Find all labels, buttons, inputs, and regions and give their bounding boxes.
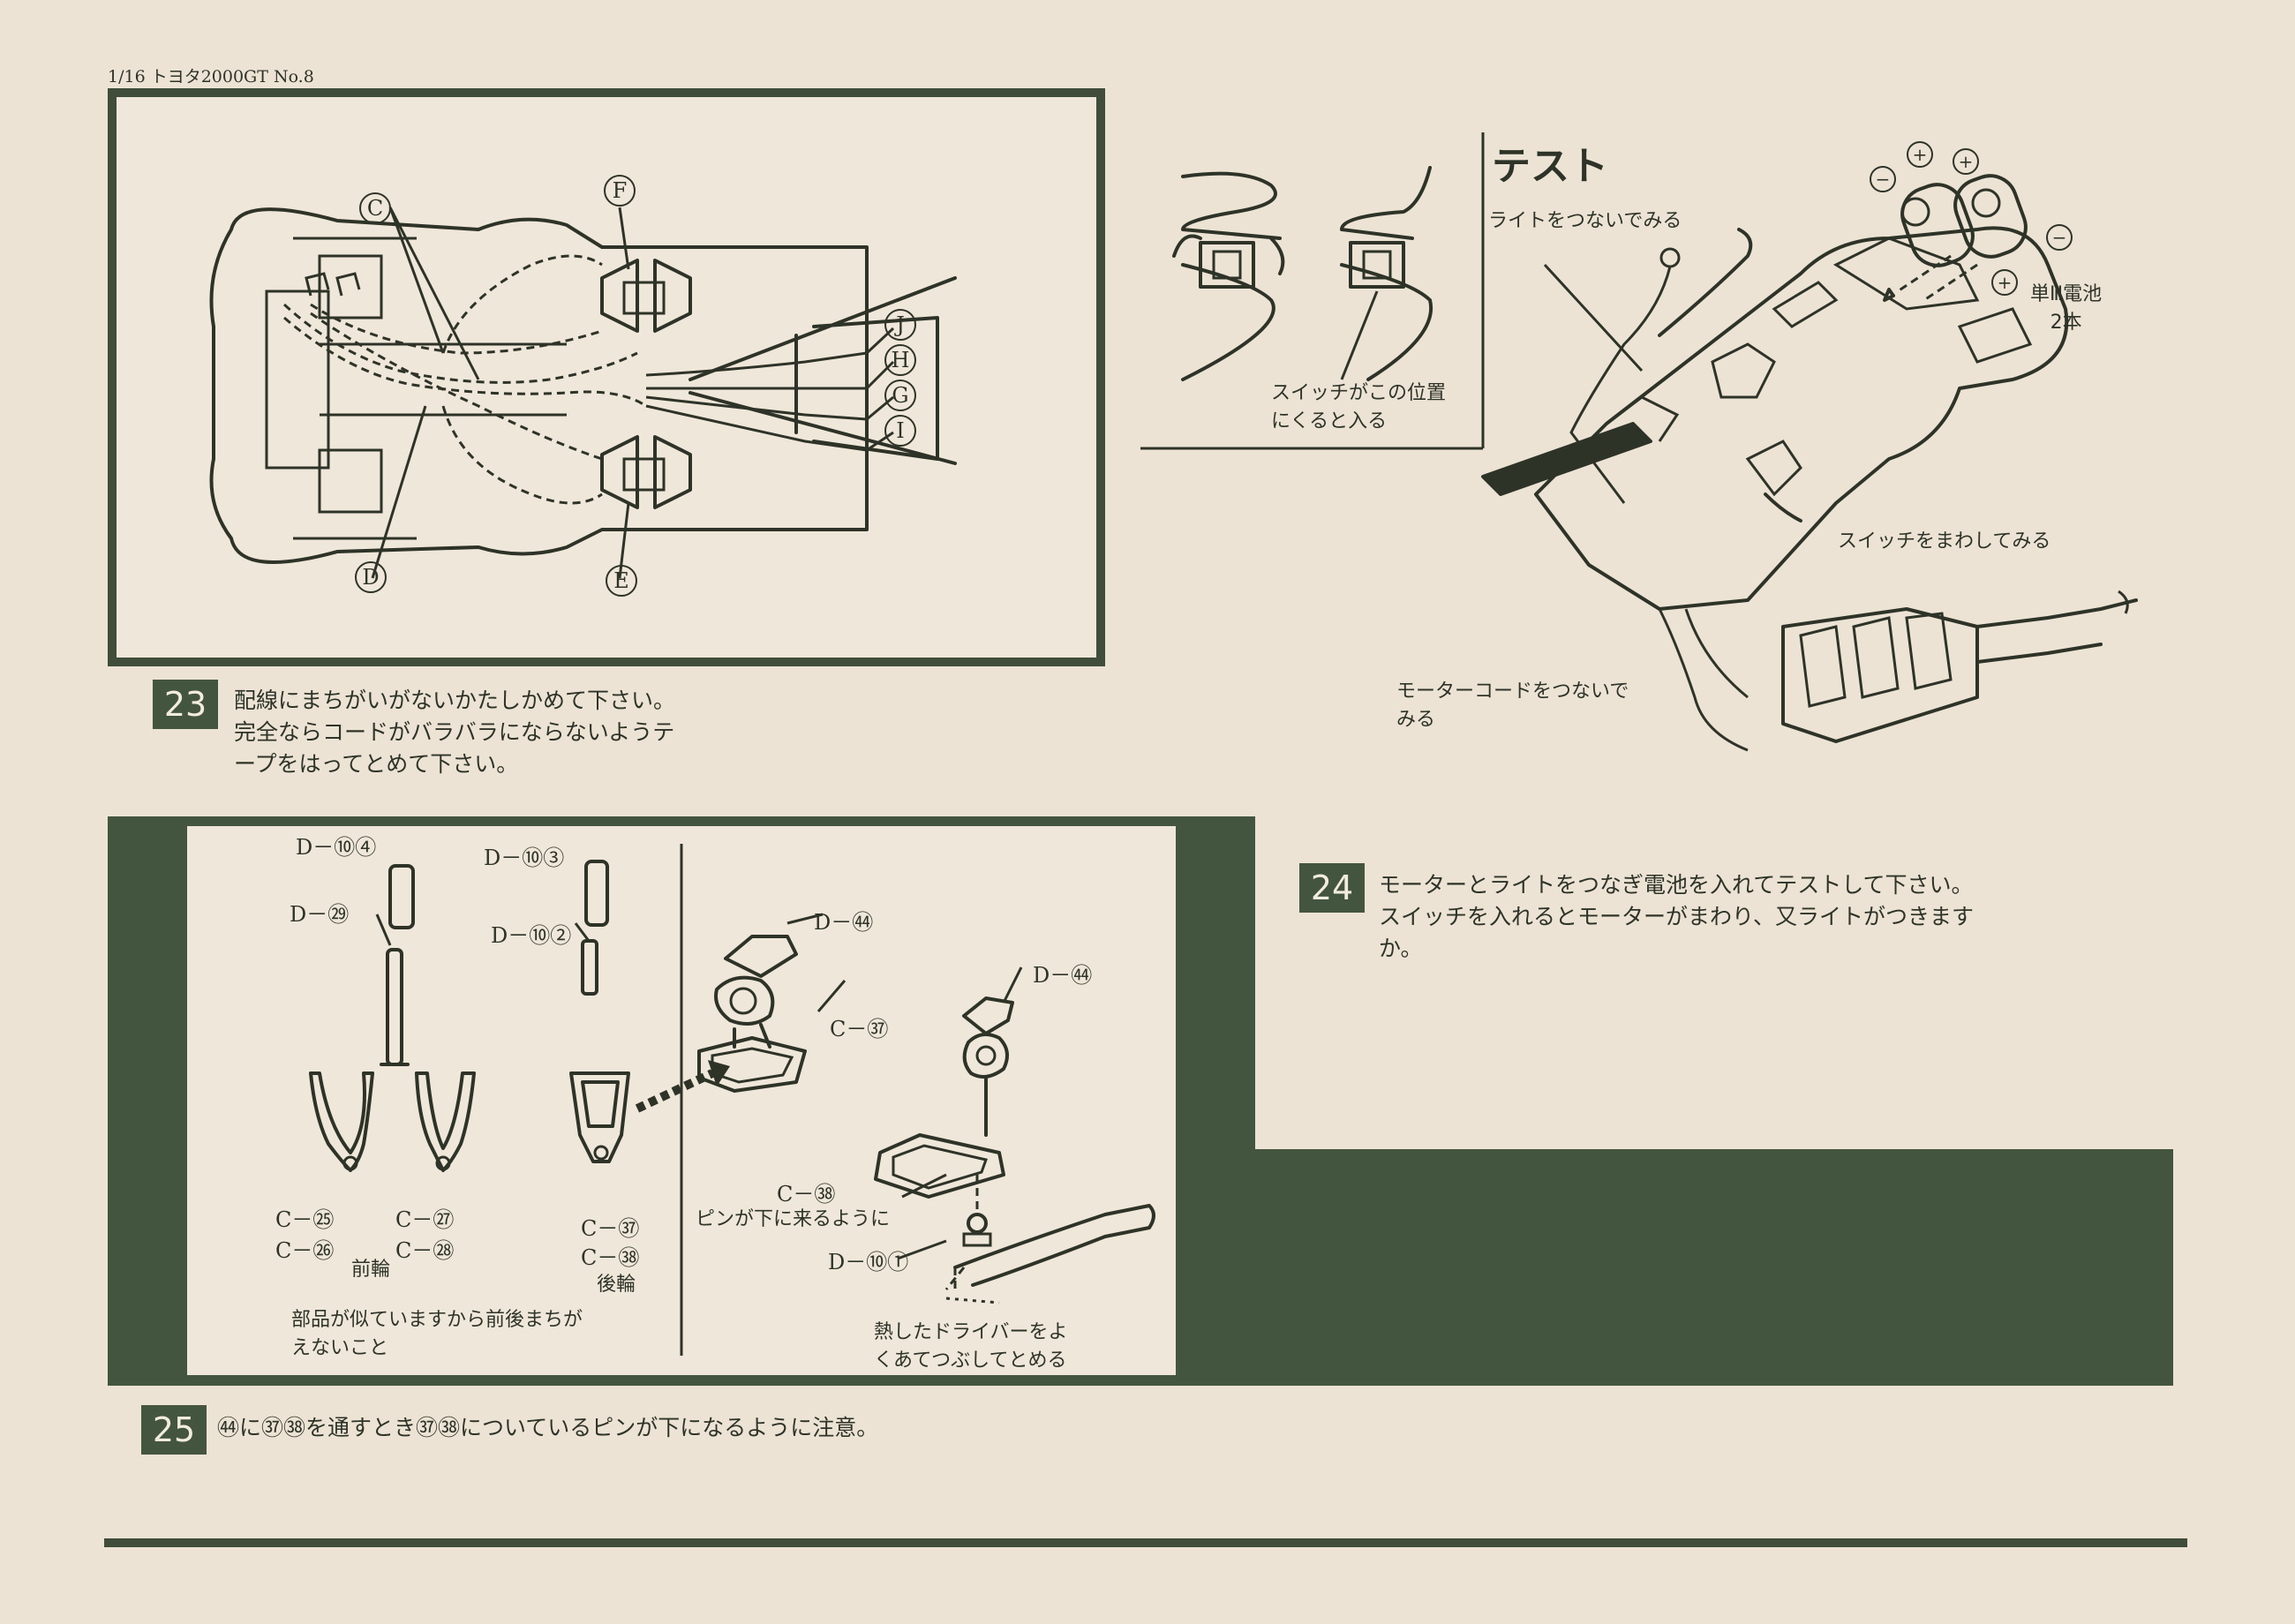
part-d104-label: D－⑩④	[296, 835, 377, 860]
switch-position-illustration	[1172, 166, 1433, 381]
front-wheel-label: 前輪	[351, 1259, 391, 1281]
battery-plus-top: +	[1907, 141, 1933, 168]
similar-parts-note: 部品が似ていますから前後まちが えないこと	[291, 1309, 583, 1359]
battery-minus-right: −	[2046, 224, 2073, 251]
wiring-chassis-illustration	[209, 207, 957, 579]
step24-number: 24	[1299, 863, 1365, 913]
label-h: H	[884, 344, 916, 376]
part-c26-label: C－㉖	[275, 1238, 335, 1263]
pin-note: ピンが下に来るように	[696, 1208, 891, 1230]
label-e: E	[606, 565, 637, 597]
step24-instructions: モーターとライトをつなぎ電池を入れてテストして下さい。 スイッチを入れるとモータ…	[1379, 872, 1975, 961]
page-header: 1/16 トヨタ2000GT No.8	[108, 67, 314, 86]
parts-illustration	[309, 844, 1155, 1356]
battery-plus-right: +	[1953, 148, 1979, 175]
label-i: I	[884, 415, 916, 447]
step23-number: 23	[153, 680, 218, 729]
step25-instructions: ㊹に㊲㊳を通すとき㊲㊳についているピンが下になるように注意。	[217, 1415, 879, 1440]
label-d: D	[355, 561, 387, 593]
heat-driver-note: 熱したドライバーをよ くあてつぶしてとめる	[874, 1321, 1068, 1372]
part-c27-label: C－㉗	[395, 1207, 455, 1232]
part-d44-right-label: D－㊹	[1033, 963, 1093, 988]
label-g: G	[884, 380, 916, 411]
battery-plus-bottom: +	[1991, 269, 2018, 296]
part-c37-top-label: C－㊲	[830, 1017, 889, 1041]
step25-number: 25	[141, 1405, 207, 1455]
battery-minus-top: −	[1870, 166, 1896, 192]
switch-position-label: スイッチがこの位置 にくると入る	[1271, 382, 1447, 432]
step24-green-extension	[1245, 1149, 2173, 1386]
label-c: C	[359, 192, 391, 224]
part-c38-assembly-label: C－㊳	[777, 1182, 836, 1207]
part-d102-label: D－⑩②	[491, 923, 572, 948]
part-c28-label: C－㉘	[395, 1238, 455, 1263]
battery-label: 単Ⅲ電池 2本	[2030, 283, 2103, 334]
bottom-rule	[104, 1538, 2187, 1547]
switch-turn-label: スイッチをまわしてみる	[1838, 530, 2051, 553]
test-title: テスト	[1492, 144, 1608, 189]
part-c37-bottom-label: C－㊲	[581, 1216, 640, 1241]
step23-instructions: 配線にまちがいがないかたしかめて下さい。 完全ならコードがバラバラにならないよう…	[234, 688, 676, 777]
part-d29-label: D－㉙	[290, 902, 350, 927]
part-c38-bottom-label: C－㊳	[581, 1245, 640, 1270]
label-j: J	[884, 309, 916, 341]
motor-label: モーターコードをつないで みる	[1396, 680, 1629, 731]
part-d103-label: D－⑩③	[484, 846, 565, 870]
test-chassis-illustration	[1481, 174, 2138, 752]
label-f: F	[604, 175, 636, 207]
rear-wheel-label: 後輪	[597, 1274, 636, 1296]
light-label: ライトをつないでみる	[1488, 210, 1682, 232]
part-d44-left-label: D－㊹	[814, 910, 874, 935]
part-c25-label: C－㉕	[275, 1207, 335, 1232]
part-d101-label: D－⑩①	[828, 1250, 909, 1274]
